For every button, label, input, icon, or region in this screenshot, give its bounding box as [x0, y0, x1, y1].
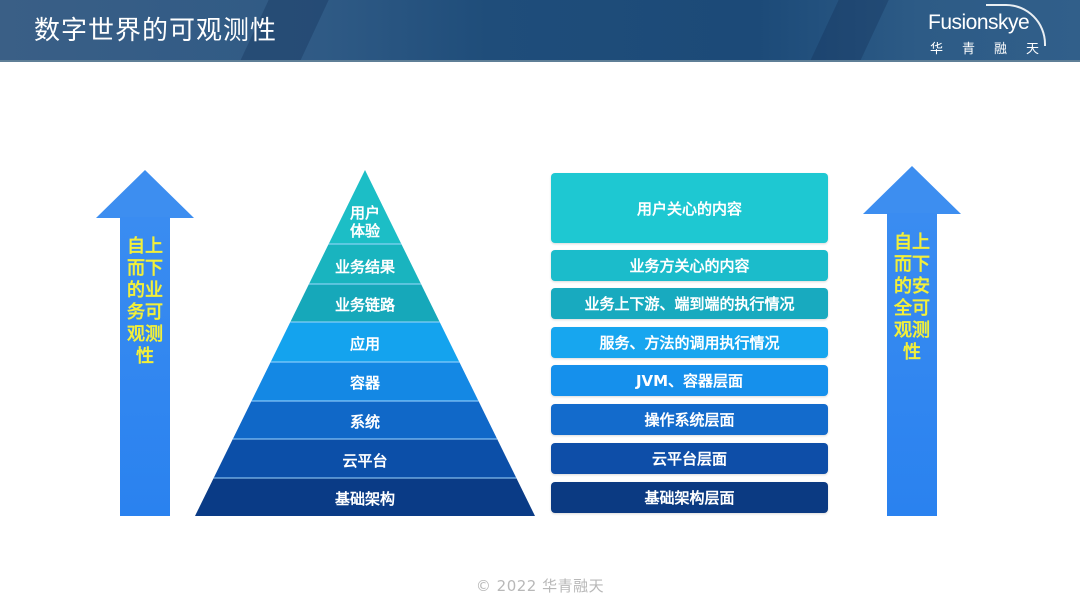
- concern-box-jvm-container: JVM、容器层面: [551, 365, 828, 396]
- concern-box-business: 业务方关心的内容: [551, 250, 828, 281]
- left-arrow-label: 自上而下的业务可观测性: [127, 236, 163, 367]
- pyramid-layer-user-experience: 用户 体验: [195, 204, 535, 240]
- logo-text-cn: 华青融天: [930, 42, 1059, 57]
- concern-box-os: 操作系统层面: [551, 404, 828, 435]
- layer-label-line1: 用户: [349, 204, 380, 222]
- pyramid-layer-cloud-platform: 云平台: [342, 452, 388, 470]
- page-title: 数字世界的可观测性: [34, 16, 278, 46]
- company-logo: Fusionskye 华青融天: [928, 4, 1046, 57]
- right-up-arrow: 自上而下的安全可观测性: [863, 166, 961, 516]
- concern-box-end-to-end: 业务上下游、端到端的执行情况: [551, 288, 828, 319]
- pyramid-layer-application: 应用: [349, 335, 380, 353]
- copyright-footer: © 2022 华青融天: [475, 577, 605, 595]
- logo-text-en: Fusionskye: [928, 11, 1030, 34]
- arrow-up-icon: [96, 170, 194, 218]
- observability-pyramid: 用户 体验 业务结果 业务链路 应用 容器 系统 云平台 基础架构: [195, 170, 535, 516]
- concern-box-user: 用户关心的内容: [551, 173, 828, 243]
- pyramid-layer-business-result: 业务结果: [334, 258, 395, 276]
- header-banner: 数字世界的可观测性 Fusionskye 华青融天: [0, 0, 1080, 60]
- pyramid-shape: [195, 170, 535, 516]
- pyramid-layer-system: 系统: [349, 413, 380, 431]
- layer-label-line2: 体验: [349, 222, 380, 240]
- concern-box-cloud: 云平台层面: [551, 443, 828, 474]
- header-divider: [0, 60, 1080, 62]
- pyramid-layer-infrastructure: 基础架构: [334, 490, 395, 508]
- pyramid-layer-business-trace: 业务链路: [334, 296, 395, 314]
- pyramid-layer-container: 容器: [349, 374, 380, 392]
- concern-box-service-call: 服务、方法的调用执行情况: [551, 327, 828, 358]
- left-up-arrow: 自上而下的业务可观测性: [96, 170, 194, 516]
- right-arrow-label: 自上而下的安全可观测性: [894, 232, 930, 363]
- arrow-up-icon: [863, 166, 961, 214]
- concern-box-infrastructure: 基础架构层面: [551, 482, 828, 513]
